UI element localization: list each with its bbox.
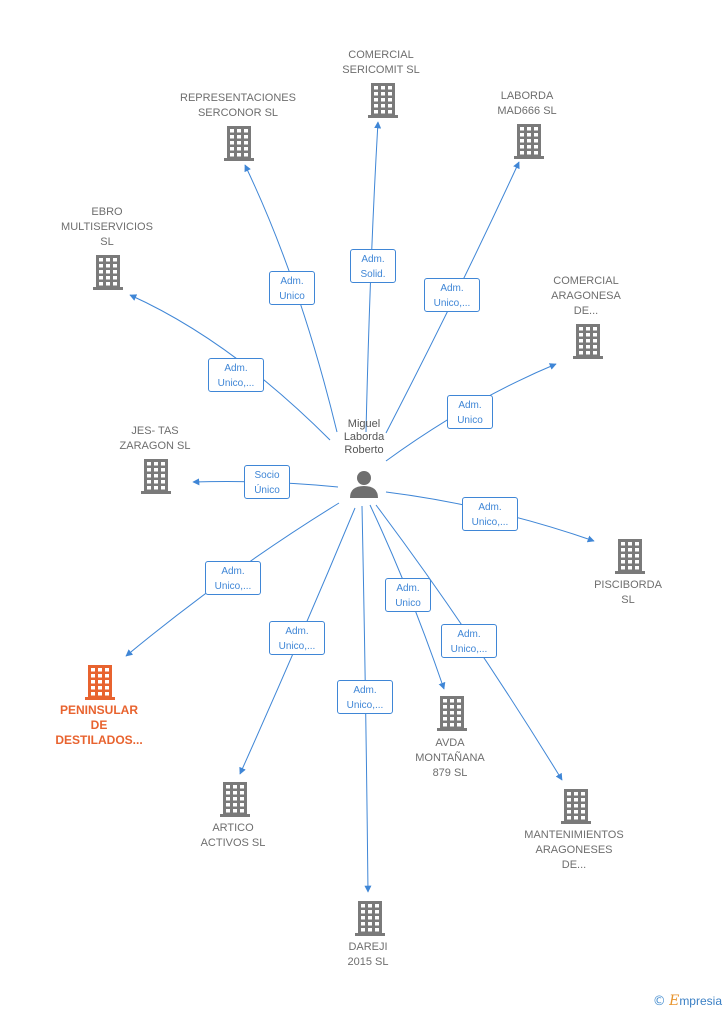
person-name[interactable]: Miguel Laborda Roberto: [343, 418, 385, 456]
building-icon-representaciones[interactable]: [224, 126, 254, 161]
relation-label-ebro[interactable]: Adm. Unico,...: [208, 358, 264, 392]
relation-label-jestas[interactable]: Socio Único: [244, 465, 290, 499]
relation-label-avda[interactable]: Adm. Unico: [385, 578, 431, 612]
building-icon-laborda[interactable]: [514, 124, 544, 159]
building-icon-comercial_sericomit[interactable]: [368, 83, 398, 118]
relation-label-peninsular[interactable]: Adm. Unico,...: [205, 561, 261, 595]
company-label-mantenimientos[interactable]: MANTENIMIENTOS ARAGONESES DE...: [524, 829, 624, 871]
building-icon-ebro[interactable]: [93, 255, 123, 290]
brand-initial: E: [669, 993, 680, 1009]
building-icon-artico[interactable]: [220, 782, 250, 817]
company-label-laborda[interactable]: LABORDA MAD666 SL: [497, 90, 557, 117]
company-label-representaciones[interactable]: REPRESENTACIONES SERCONOR SL: [180, 92, 296, 119]
building-icon-mantenimientos[interactable]: [561, 789, 591, 824]
brand-footer: © Empresia: [653, 993, 722, 1009]
relation-label-dareji[interactable]: Adm. Unico,...: [337, 680, 393, 714]
edge-ebro: [129, 294, 331, 441]
relation-label-artico[interactable]: Adm. Unico,...: [269, 621, 325, 655]
building-icon-avda[interactable]: [437, 696, 467, 731]
company-label-jestas[interactable]: JES- TAS ZARAGON SL: [119, 425, 191, 452]
person-icon[interactable]: [350, 471, 378, 498]
company-label-comercial_sericomit[interactable]: COMERCIAL SERICOMIT SL: [342, 49, 420, 76]
company-label-peninsular[interactable]: PENINSULAR DE DESTILADOS...: [55, 703, 143, 747]
building-icon-peninsular[interactable]: [85, 665, 115, 700]
building-icon-dareji[interactable]: [355, 901, 385, 936]
relation-label-pisciborda[interactable]: Adm. Unico,...: [462, 497, 518, 531]
company-label-artico[interactable]: ARTICO ACTIVOS SL: [200, 822, 266, 849]
company-label-ebro[interactable]: EBRO MULTISERVICIOS SL: [61, 206, 153, 248]
company-label-comercial_aragonesa[interactable]: COMERCIAL ARAGONESA DE...: [551, 275, 621, 317]
building-icon-jestas[interactable]: [141, 459, 171, 494]
relation-label-comercial_sericomit[interactable]: Adm. Solid.: [350, 249, 396, 283]
building-icon-pisciborda[interactable]: [615, 539, 645, 574]
company-label-dareji[interactable]: DAREJI 2015 SL: [347, 941, 389, 968]
relation-label-laborda[interactable]: Adm. Unico,...: [424, 278, 480, 312]
relation-label-mantenimientos[interactable]: Adm. Unico,...: [441, 624, 497, 658]
company-label-avda[interactable]: AVDA MONTAÑANA 879 SL: [415, 737, 485, 779]
brand-name: mpresia: [679, 994, 722, 1008]
building-icon-comercial_aragonesa[interactable]: [573, 324, 603, 359]
relation-label-representaciones[interactable]: Adm. Unico: [269, 271, 315, 305]
company-label-pisciborda[interactable]: PISCIBORDA SL: [594, 579, 662, 606]
copyright-icon: ©: [652, 994, 666, 1009]
relation-label-comercial_aragonesa[interactable]: Adm. Unico: [447, 395, 493, 429]
